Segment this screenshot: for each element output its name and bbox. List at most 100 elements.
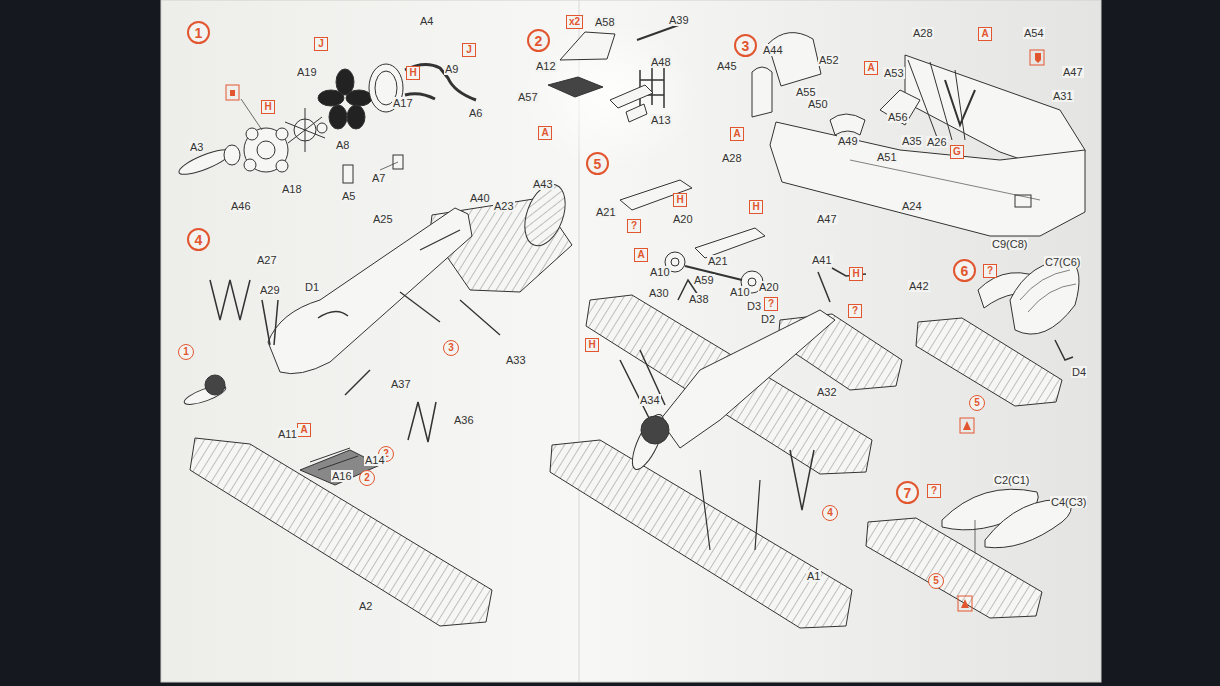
step7-floats	[961, 599, 969, 608]
part-number: A28	[721, 152, 743, 164]
step-number: 2	[527, 29, 550, 52]
step6-floats	[916, 260, 1079, 433]
step-reference: 2	[359, 470, 375, 486]
step5-assembly	[620, 350, 665, 420]
part-number: A17	[392, 97, 414, 109]
part-number: A56	[887, 111, 909, 123]
step4-assembly	[262, 300, 278, 345]
part-number: D4	[1071, 366, 1087, 378]
step5-assembly	[626, 411, 669, 474]
step6-floats	[963, 421, 971, 430]
step-label: 6	[961, 264, 969, 278]
step-label: H	[852, 269, 859, 279]
part-number: A44	[762, 44, 784, 56]
step-label: A	[637, 250, 644, 260]
note-box: H	[673, 193, 687, 207]
step5-assembly	[550, 440, 852, 628]
step4-assembly	[318, 311, 348, 318]
step-label: 7	[904, 486, 912, 500]
step-reference: 3	[443, 340, 459, 356]
step-label: 5	[974, 398, 980, 408]
part-number: A38	[688, 293, 710, 305]
step6-floats	[960, 418, 974, 433]
step5-assembly	[818, 268, 866, 302]
part-number: A27	[256, 254, 278, 266]
note-box: H	[406, 66, 420, 80]
part-number: A42	[908, 280, 930, 292]
step-label: 3	[742, 39, 750, 53]
step-reference: 4	[822, 505, 838, 521]
part-number: A34	[639, 394, 661, 406]
step1-engine	[244, 128, 288, 172]
step4-assembly	[517, 179, 573, 251]
part-number: A10	[729, 286, 751, 298]
step5-assembly	[660, 310, 835, 448]
part-number: A51	[876, 151, 898, 163]
step6-floats	[916, 318, 1062, 406]
step3-fuselage	[850, 160, 1040, 200]
part-number: A47	[816, 213, 838, 225]
step-label: H	[264, 102, 271, 112]
note-box: ?	[927, 484, 941, 498]
part-number: A19	[296, 66, 318, 78]
part-number: A24	[901, 200, 923, 212]
step-label: A	[867, 63, 874, 73]
step-label: 4	[195, 233, 203, 247]
step-label: H	[588, 340, 595, 350]
step3-fuselage	[752, 67, 772, 117]
step-label: 3	[448, 343, 454, 353]
part-number: A37	[390, 378, 412, 390]
step-reference: 5	[928, 573, 944, 589]
step3-fuselage	[1015, 195, 1031, 207]
step-label: 4	[827, 508, 833, 518]
step5-assembly	[620, 180, 692, 210]
step-label: 5	[594, 157, 602, 171]
note-box: J	[314, 37, 328, 51]
part-number: A46	[230, 200, 252, 212]
step4-assembly	[408, 402, 436, 442]
part-number: A13	[650, 114, 672, 126]
step-label: A	[541, 128, 548, 138]
part-number: A3	[189, 141, 204, 153]
step-number: 6	[953, 259, 976, 282]
part-number: A25	[372, 213, 394, 225]
paper-sheet	[520, 20, 700, 170]
part-number: A59	[693, 274, 715, 286]
step4-assembly	[400, 230, 500, 335]
step1-engine	[329, 105, 347, 129]
part-number: A26	[926, 136, 948, 148]
step5-assembly	[700, 470, 760, 550]
paper-sheet	[161, 0, 1101, 682]
note-box: ?	[848, 304, 862, 318]
step4-assembly	[310, 448, 358, 470]
step-label: A	[300, 425, 307, 435]
part-number: A10	[649, 266, 671, 278]
note-box: ?	[983, 264, 997, 278]
step7-floats	[866, 489, 1071, 618]
step-label: ?	[852, 306, 858, 316]
part-number: A12	[535, 60, 557, 72]
step-label: x2	[569, 17, 580, 27]
part-number: A57	[517, 91, 539, 103]
part-number: A33	[505, 354, 527, 366]
step3-fuselage	[770, 122, 1085, 236]
part-number: A53	[883, 67, 905, 79]
step6-floats	[1055, 340, 1073, 360]
part-number: A28	[912, 27, 934, 39]
note-box: A	[538, 126, 552, 140]
step1-engine	[224, 145, 240, 165]
part-number: A58	[594, 16, 616, 28]
step-number: 5	[586, 152, 609, 175]
step6-floats	[1010, 260, 1079, 334]
part-number: A4	[419, 15, 434, 27]
part-number: A32	[816, 386, 838, 398]
part-number: A2	[358, 600, 373, 612]
step1-engine	[347, 105, 365, 129]
step-reference: 5	[969, 395, 985, 411]
part-number: A11	[277, 428, 298, 440]
step1-engine	[244, 159, 256, 171]
note-box: H	[261, 100, 275, 114]
step5-assembly	[641, 416, 669, 444]
